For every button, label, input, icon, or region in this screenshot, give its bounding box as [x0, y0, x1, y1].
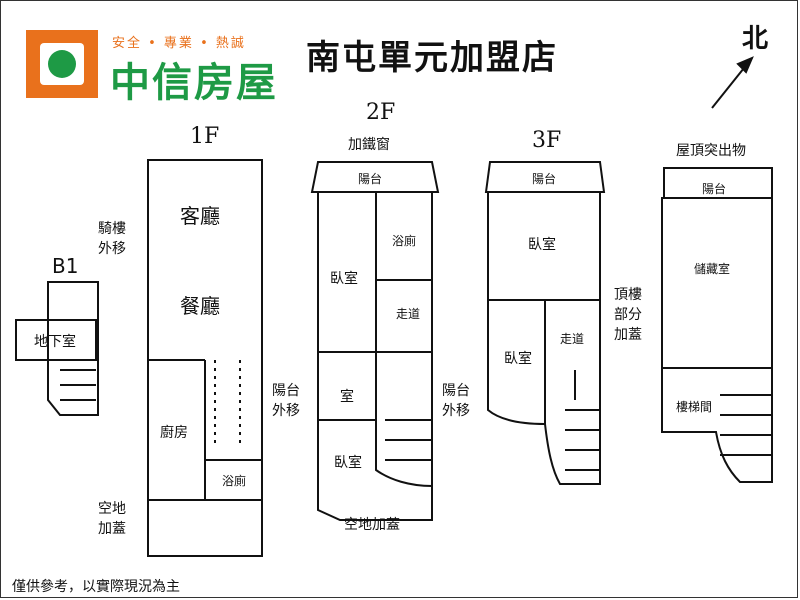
f1-dining-label: 餐廳 — [180, 294, 220, 318]
roof-storage-label: 儲藏室 — [694, 262, 731, 276]
slogan: 安全 • 專業 • 熱誠 — [112, 36, 246, 51]
brand-name: 中信房屋 — [110, 60, 278, 106]
roof-plan — [661, 167, 773, 483]
f1-plan — [147, 159, 263, 557]
f3-balcony-label: 陽台 — [532, 172, 557, 186]
f2-bath-label: 浴廁 — [392, 234, 417, 248]
disclaimer: 僅供參考，以實際現況為主 — [12, 579, 180, 595]
f3-plan — [484, 161, 606, 485]
north-label: 北 — [742, 24, 769, 54]
b1-title: B1 — [52, 254, 79, 278]
f3-title: 3F — [532, 128, 562, 153]
f2-bedroom-label: 臥室 — [330, 271, 358, 287]
f3-bedroom2-label: 臥室 — [504, 351, 532, 367]
f1-kitchen-label: 廚房 — [160, 425, 188, 441]
f2-bedroom2-label: 臥室 — [334, 455, 362, 471]
f2-balcony-label: 陽台 — [358, 172, 383, 186]
f2-balcony-moved-label: 陽台 外移 — [272, 383, 300, 419]
f1-yard-label: 空地 加蓋 — [98, 501, 126, 537]
f2-yard-label: 空地加蓋 — [344, 517, 400, 533]
f2-aisle-label: 走道 — [396, 307, 421, 321]
brand-logo-icon — [26, 30, 98, 98]
f3-aisle-label: 走道 — [560, 332, 585, 346]
f3-balcony-moved-label: 陽台 外移 — [442, 383, 470, 419]
roof-addition-label: 頂樓 部分 加蓋 — [614, 287, 642, 343]
f1-living-label: 客廳 — [180, 204, 220, 228]
b1-basement-label: 地下室 — [34, 334, 76, 350]
f1-bath-label: 浴廁 — [222, 474, 247, 488]
f1-arcade-label: 騎樓 外移 — [98, 221, 126, 257]
f2-addition-label: 加鐵窗 — [348, 137, 390, 153]
roof-title: 屋頂突出物 — [676, 143, 746, 159]
north-arrowhead-icon — [736, 56, 754, 74]
f2-plan — [310, 161, 440, 521]
roof-stair-room-label: 樓梯間 — [676, 400, 713, 414]
roof-balcony-label: 陽台 — [702, 182, 727, 196]
b1-plan — [15, 281, 99, 416]
f2-room-label: 室 — [340, 389, 354, 405]
store-name: 南屯單元加盟店 — [306, 38, 558, 78]
f1-title: 1F — [190, 124, 220, 149]
f2-title: 2F — [366, 100, 396, 125]
f3-bedroom-label: 臥室 — [528, 237, 556, 253]
